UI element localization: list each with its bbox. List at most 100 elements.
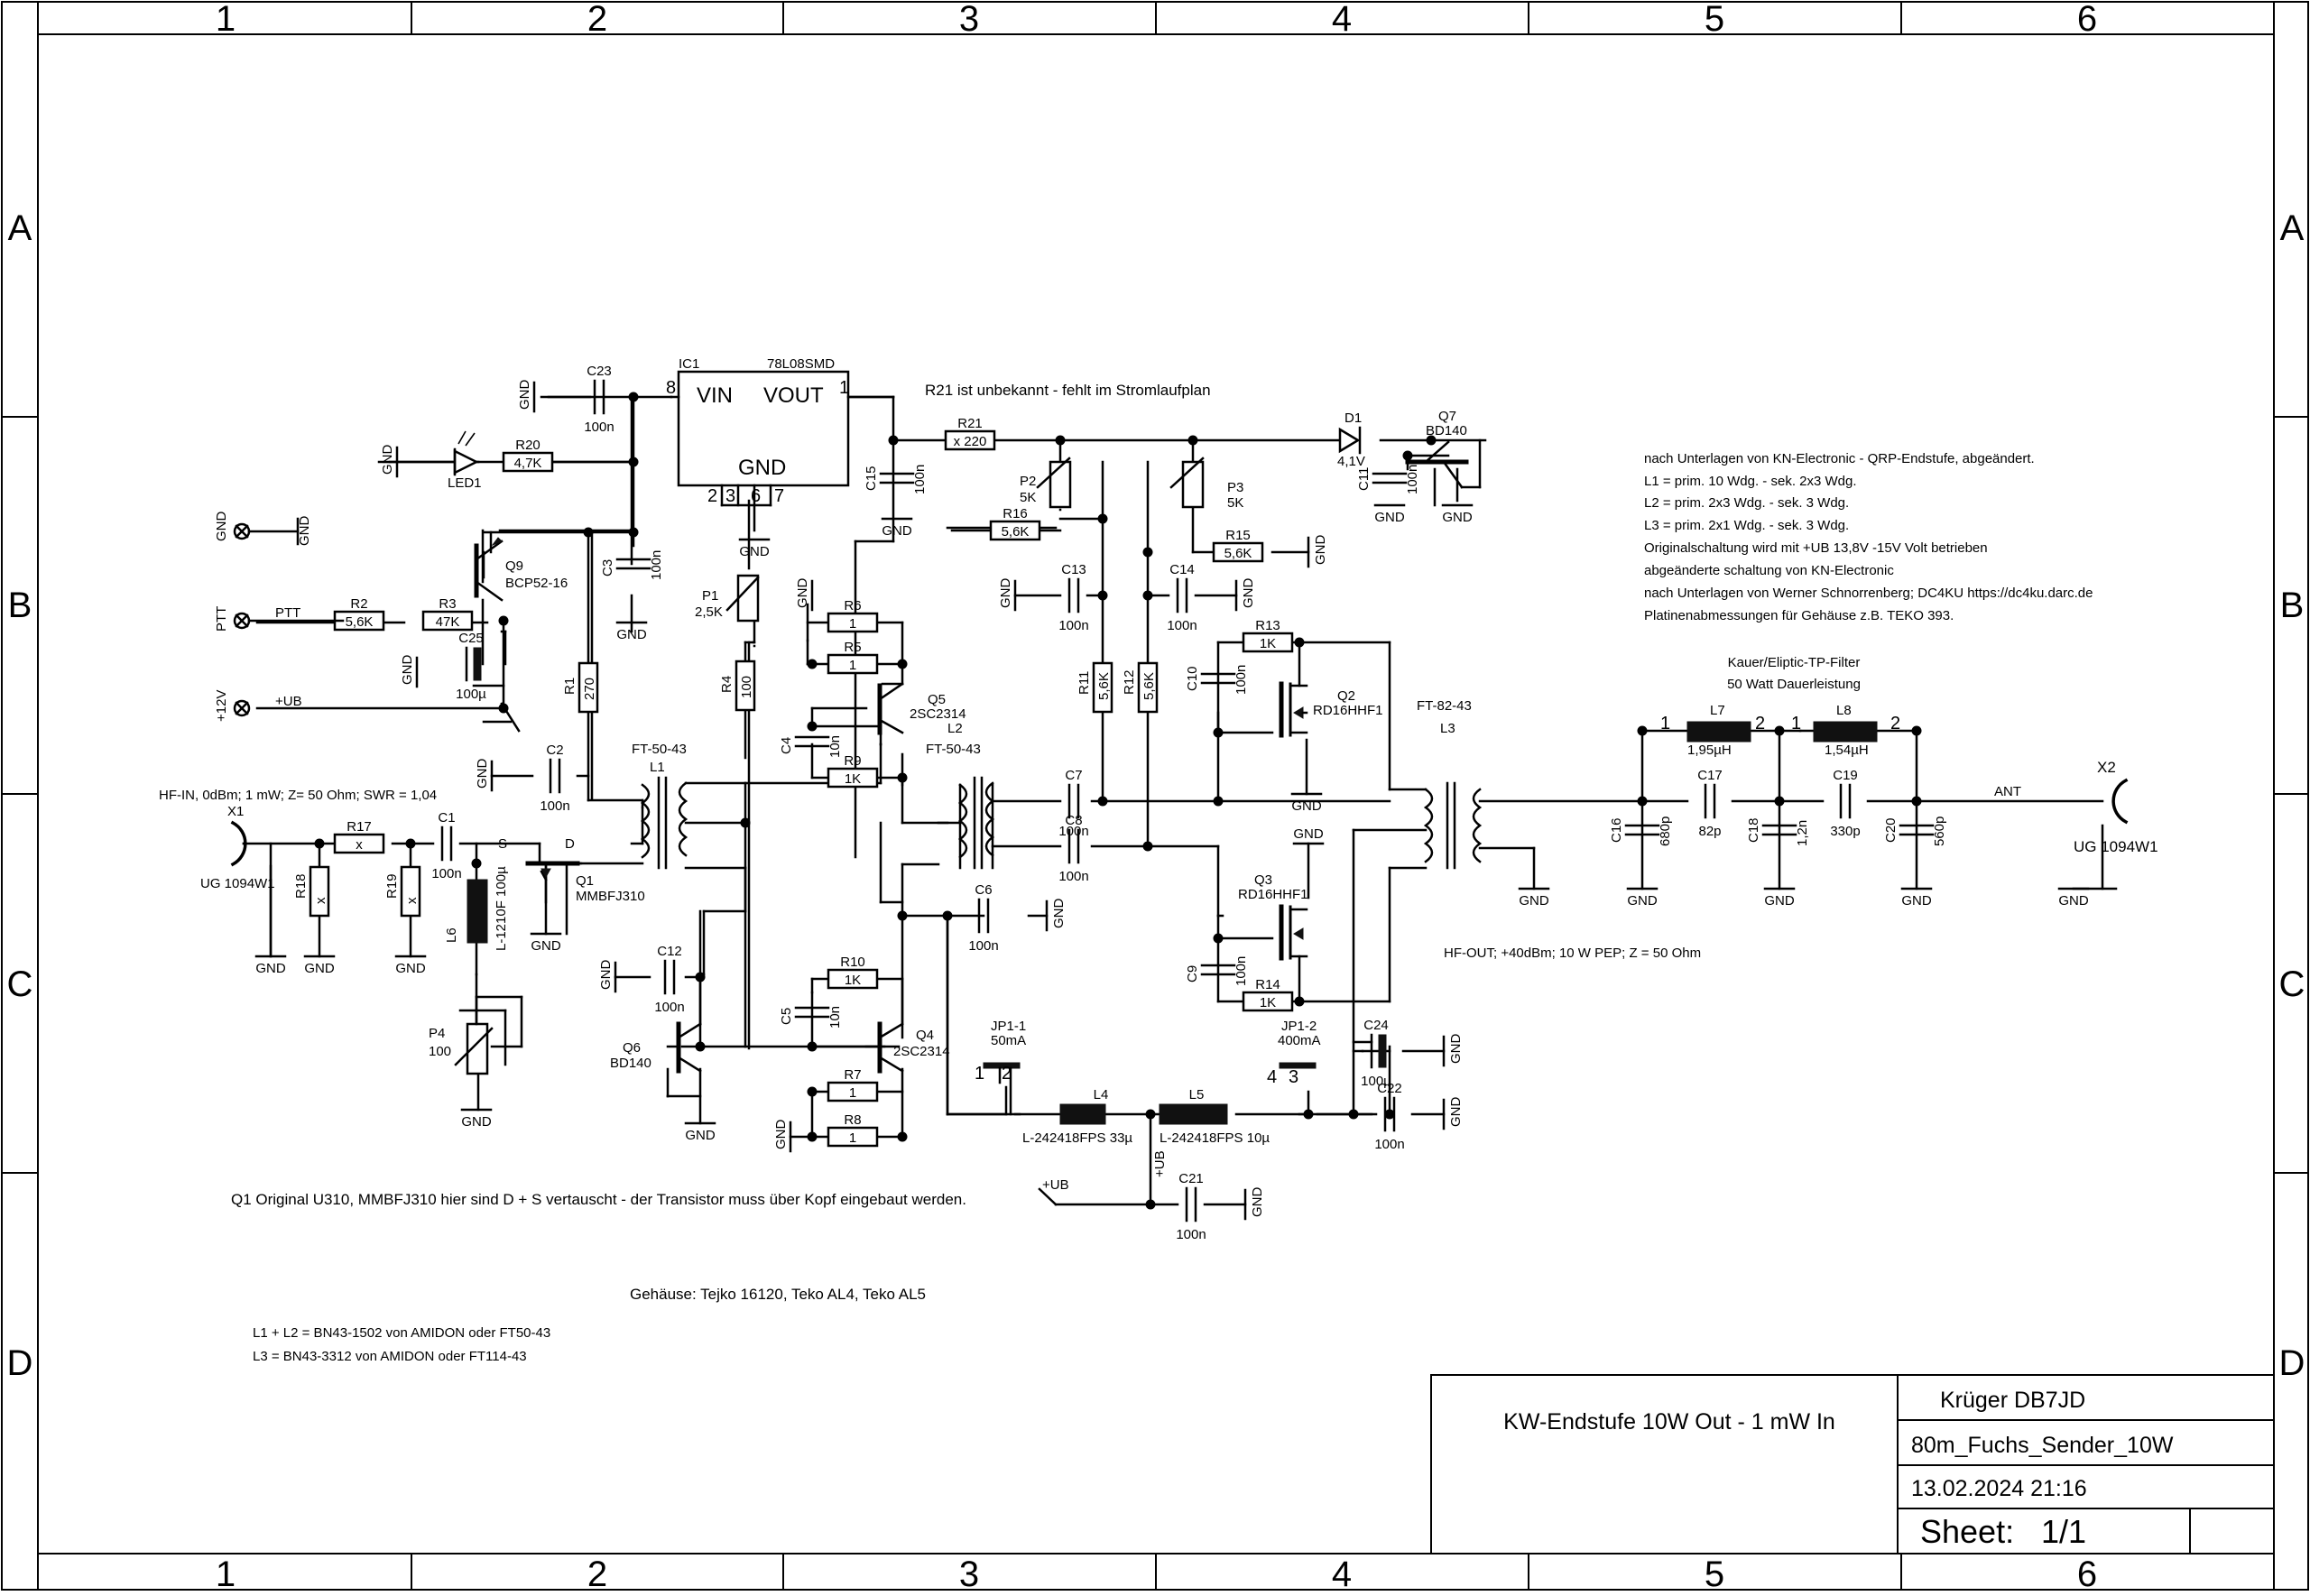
terminal-ub[interactable]: +UB +UB (1038, 1150, 1168, 1206)
junction-dot (628, 527, 639, 538)
resistor-body (827, 653, 879, 675)
c6-val: 100n (968, 938, 998, 954)
terminal-12v[interactable]: +12V +UB (214, 690, 302, 722)
q4-transistor: Q4 2SC2314 (864, 1021, 950, 1074)
resistor-body (502, 451, 554, 473)
row-label: D (7, 1343, 33, 1383)
ground-label: GND (882, 523, 912, 539)
c18-val: 1,2n (1795, 820, 1810, 846)
title-block: KW-Endstufe 10W Out - 1 mW In Krüger DB7… (1430, 1374, 2275, 1554)
ground-label: GND (1051, 899, 1067, 929)
l5-ref: L5 (1189, 1087, 1205, 1102)
junction-dot (498, 703, 509, 714)
q3-part: RD16HHF1 (1238, 887, 1308, 902)
resistor-body (421, 610, 474, 632)
junction-dot (1142, 547, 1153, 558)
p4-ref: P4 (429, 1026, 445, 1041)
r6-resistor: R61 (827, 598, 879, 633)
ground-label: GND (304, 961, 335, 976)
q7-ref: Q7 (1438, 409, 1456, 424)
c20-val: 560p (1932, 816, 1947, 846)
ground-symbol: GND (1234, 578, 1256, 612)
r9-val: 1K (845, 771, 861, 787)
l6-ref: L6 (444, 927, 459, 943)
junction-dot (807, 721, 818, 732)
r1-ref: R1 (562, 678, 578, 695)
r3-ref: R3 (439, 596, 456, 612)
l8-val: 1,54µH (1825, 743, 1869, 758)
p1-ref: P1 (702, 588, 718, 604)
ground-symbol: GND (380, 445, 399, 478)
terminal-gnd[interactable]: GND GND (214, 512, 312, 547)
c16-ref: C16 (1609, 817, 1624, 843)
resistor-body (578, 661, 599, 714)
ground-symbol: GND (1307, 535, 1328, 568)
p2-ref: P2 (1020, 474, 1036, 489)
info-line: Originalschaltung wird mit +UB 13,8V -15… (1644, 540, 1988, 556)
l7-val: 1,95µH (1687, 743, 1732, 758)
c16-val: 680p (1658, 816, 1673, 846)
p3-ref: P3 (1227, 480, 1243, 495)
junction-dot (628, 457, 639, 467)
ic1-part: 78L08SMD (767, 356, 835, 372)
l8-pin2: 2 (1890, 714, 1900, 733)
r18-ref: R18 (293, 873, 309, 899)
row-label: A (2280, 208, 2305, 248)
ground-symbol: GND (254, 955, 287, 976)
terminal-ptt[interactable]: PTT PTT (214, 605, 345, 632)
c13-ref: C13 (1061, 562, 1086, 577)
hf-in-note: HF-IN, 0dBm; 1 mW; Z= 50 Ohm; SWR = 1,04 (159, 788, 437, 803)
ground-label: GND (1291, 798, 1322, 814)
junction-dot (498, 615, 509, 626)
l8-pin1: 1 (1791, 714, 1801, 733)
c24-ref: C24 (1363, 1018, 1389, 1033)
terminal-label: GND (214, 512, 229, 542)
r19-ref: R19 (384, 873, 400, 899)
q9-ref: Q9 (505, 558, 523, 574)
ground-symbol: GND (615, 621, 648, 642)
resistor-body (827, 968, 879, 990)
junction-dot (1142, 590, 1153, 601)
c22-val: 100n (1374, 1137, 1404, 1152)
jp1-2-val: 400mA (1278, 1033, 1321, 1048)
ic1-pin-out: 1 (839, 378, 849, 398)
q5-ref: Q5 (928, 692, 946, 707)
column-label: 3 (959, 1554, 979, 1591)
c16-capacitor: C16 680p (1609, 816, 1673, 846)
junction-dot (807, 1131, 818, 1142)
ground-symbol: GND (1442, 1097, 1464, 1130)
date: 13.02.2024 21:16 (1911, 1476, 2087, 1501)
junction-dot (1187, 435, 1198, 446)
c14-ref: C14 (1169, 562, 1195, 577)
ground-label: GND (1374, 510, 1405, 525)
junction-dot (471, 858, 482, 869)
q9-transistor: Q9 BCP52-16 (474, 537, 568, 602)
jp1-2-pin: 4 (1267, 1067, 1277, 1087)
r16-val: 5,6K (1002, 524, 1030, 540)
resistor-body (735, 660, 756, 712)
c12-ref: C12 (657, 944, 682, 959)
c7-val: 100n (1058, 824, 1088, 839)
jp1-1-ref: JP1-1 (991, 1019, 1026, 1034)
c17-val: 82p (1698, 824, 1721, 839)
c22-ref: C22 (1377, 1081, 1402, 1096)
r10-val: 1K (845, 973, 861, 988)
ground-label: GND (773, 1120, 789, 1150)
c5-val: 10n (827, 1006, 843, 1029)
junction-dot (1097, 796, 1108, 807)
q2-part: RD16HHF1 (1313, 703, 1383, 718)
info-line: L1 = prim. 10 Wdg. - sek. 2x3 Wdg. (1644, 474, 1857, 489)
ground-label: GND (2058, 893, 2089, 909)
junction-dot (1774, 725, 1785, 736)
filter-title: Kauer/Eliptic-TP-Filter (1728, 655, 1861, 670)
junction-dot (1097, 513, 1108, 524)
l1-core: FT-50-43 (632, 742, 687, 757)
column-label: 4 (1332, 0, 1352, 39)
